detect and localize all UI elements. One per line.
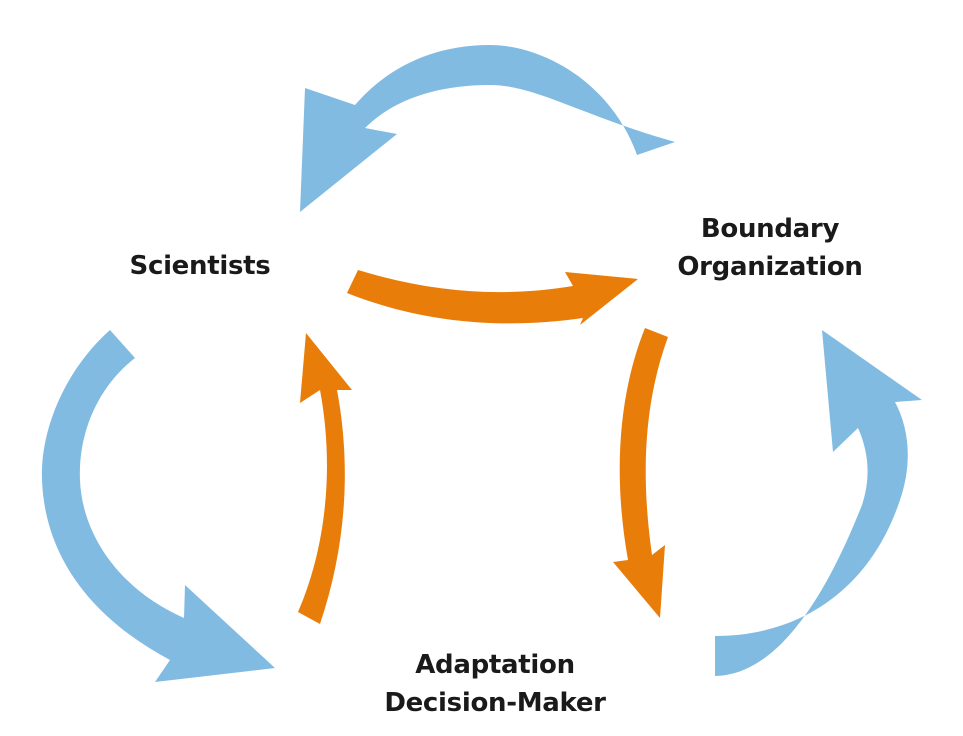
- node-adaptation-line-2: Decision-Maker: [384, 688, 606, 718]
- node-boundary-line-2: Organization: [677, 252, 863, 282]
- arrow-boundary-to-adaptation-inner: [613, 328, 668, 618]
- node-scientists: Scientists: [110, 247, 290, 285]
- arrow-scientists-to-boundary-inner: [347, 270, 638, 325]
- node-adaptation-decision-maker: Adaptation Decision-Maker: [360, 646, 630, 722]
- node-boundary-organization: Boundary Organization: [655, 210, 885, 286]
- node-boundary-line-1: Boundary: [700, 214, 840, 244]
- arrow-adaptation-to-boundary-outer: [715, 330, 922, 676]
- node-adaptation-line-1: Adaptation: [415, 650, 575, 680]
- arrow-adaptation-to-scientists-inner: [298, 333, 352, 624]
- node-scientists-line-1: Scientists: [129, 251, 271, 281]
- arrow-scientists-to-adaptation-outer: [41, 330, 275, 682]
- arrow-boundary-to-scientists-outer: [300, 45, 675, 212]
